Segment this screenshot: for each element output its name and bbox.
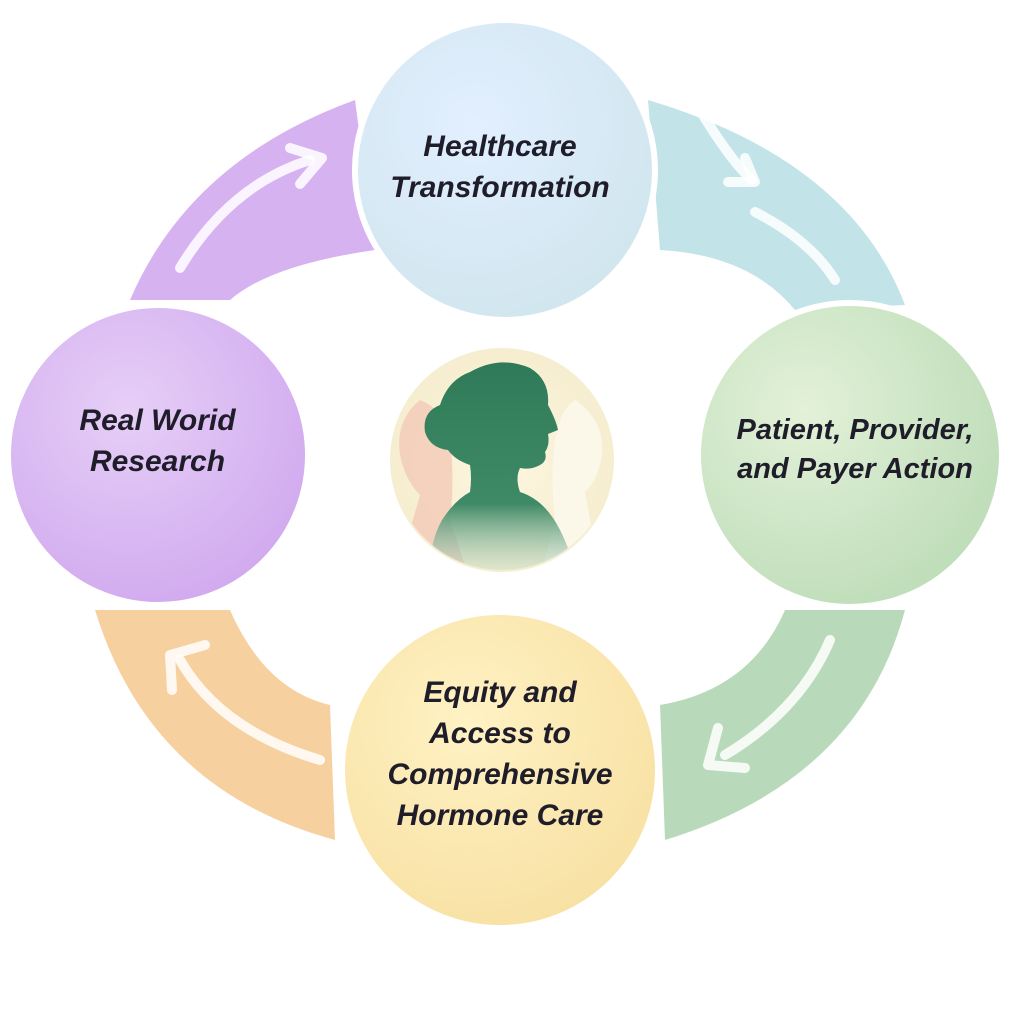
- arrow-right-to-bottom: [660, 610, 905, 840]
- node-top-circle: [352, 17, 658, 323]
- arrow-bottom-to-left: [95, 610, 335, 840]
- arrow-head: [285, 143, 327, 189]
- node-left-circle: [5, 302, 311, 608]
- node-label-equity-access-hormone-care: Equity and Access to Comprehensive Hormo…: [387, 676, 613, 832]
- arrow-stroke: [750, 207, 840, 285]
- woman-silhouette-icon: [390, 348, 614, 572]
- arrow-head: [723, 153, 760, 187]
- arrow-top-to-right: [648, 100, 905, 310]
- node-label-real-world-research: Real Worid Research: [79, 404, 236, 478]
- arrow-left-to-top: [130, 100, 375, 300]
- arrow-head: [703, 723, 750, 773]
- arrow-stroke: [175, 155, 315, 273]
- node-bottom-circle: [339, 609, 661, 931]
- node-label-patient-provider-payer-action: Patient, Provider, and Payer Action: [736, 413, 974, 485]
- node-right-circle: [695, 300, 1005, 610]
- arrow-stroke: [720, 635, 835, 760]
- arrow-head: [165, 640, 210, 695]
- arrow-stroke: [175, 655, 325, 765]
- node-label-healthcare-transformation: Healthcare Transformation: [390, 130, 610, 204]
